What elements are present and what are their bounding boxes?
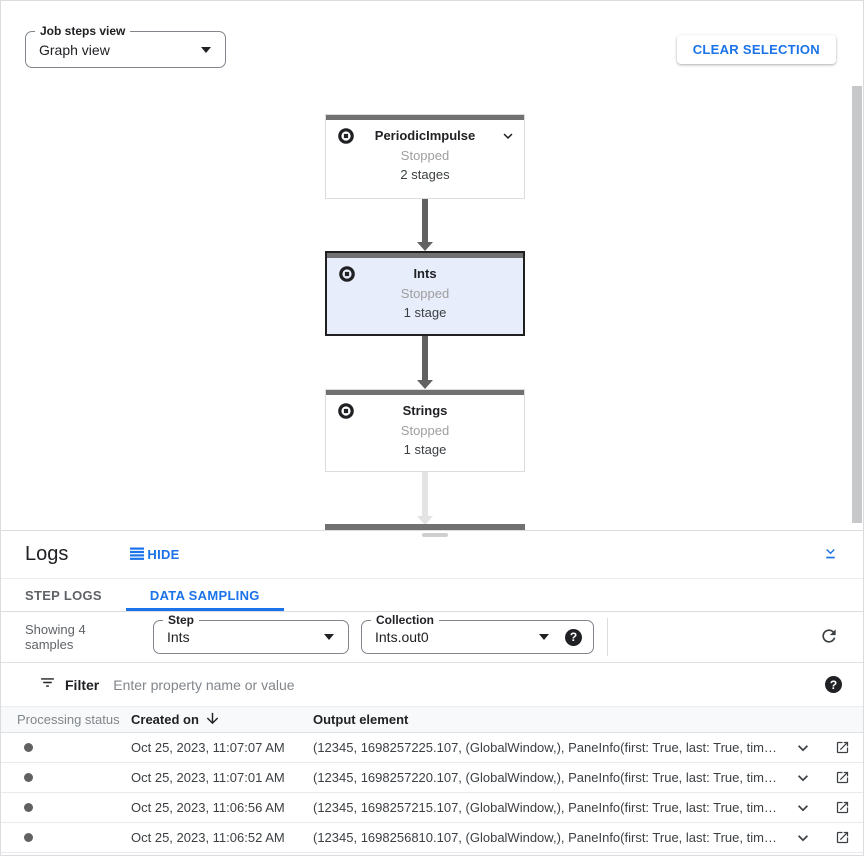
node-status: Stopped (400, 286, 450, 301)
edge-arrowhead (417, 516, 433, 525)
graph-scrollbar[interactable] (852, 86, 862, 523)
edge-ints-to-strings (422, 336, 428, 380)
filter-icon (39, 674, 56, 696)
samples-count: Showing 4 samples (25, 622, 86, 652)
clear-selection-button[interactable]: CLEAR SELECTION (676, 35, 836, 64)
step-select-label: Step (163, 613, 200, 627)
node-top-bar (326, 115, 524, 120)
processing-status-cell (1, 833, 131, 842)
expand-row-button[interactable] (793, 738, 813, 758)
node-title: PeriodicImpulse (374, 128, 476, 143)
table-row: Oct 25, 2023, 11:06:52 AM (12345, 169825… (1, 823, 863, 853)
collection-select-value: Ints.out0 (375, 629, 429, 645)
job-steps-view-value: Graph view (39, 41, 110, 58)
graph-node-periodicimpulse[interactable]: PeriodicImpulse Stopped 2 stages (325, 114, 525, 199)
output-element-cell: (12345, 1698256810.107, (GlobalWindow,),… (313, 830, 785, 845)
node-title: Strings (402, 403, 448, 418)
refresh-icon (819, 626, 839, 649)
created-on-cell: Oct 25, 2023, 11:06:52 AM (131, 830, 285, 845)
expand-row-button[interactable] (793, 828, 813, 848)
graph-node-ints[interactable]: Ints Stopped 1 stage (325, 251, 525, 336)
created-on-cell: Oct 25, 2023, 11:07:01 AM (131, 770, 285, 785)
status-dot-icon (24, 773, 33, 782)
node-status: Stopped (400, 148, 450, 163)
created-on-cell: Oct 25, 2023, 11:06:56 AM (131, 800, 285, 815)
dropdown-arrow-icon (324, 634, 334, 640)
stopped-circle-icon (337, 127, 355, 150)
output-element-cell: (12345, 1698257220.107, (GlobalWindow,),… (313, 770, 785, 785)
graph-node-strings[interactable]: Strings Stopped 1 stage (325, 389, 525, 472)
output-element-cell: (12345, 1698257225.107, (GlobalWindow,),… (313, 740, 785, 755)
collection-select-label: Collection (371, 613, 440, 627)
filter-input[interactable] (113, 676, 825, 693)
chevron-down-icon[interactable] (499, 127, 517, 150)
node-stages: 1 stage (403, 442, 447, 457)
open-in-new-button[interactable] (835, 740, 850, 755)
divider (607, 618, 608, 656)
collection-select[interactable]: Collection Ints.out0 ? (361, 613, 594, 654)
refresh-button[interactable] (819, 626, 839, 649)
edge-periodicimpulse-to-ints (422, 199, 428, 242)
panel-drag-handle[interactable] (422, 533, 448, 537)
sampling-controls: Showing 4 samples Step Ints Collection I… (1, 612, 863, 663)
stopped-circle-icon (338, 265, 356, 288)
filter-label: Filter (65, 676, 100, 693)
table-row: Oct 25, 2023, 11:07:07 AM (12345, 169825… (1, 733, 863, 763)
edge-strings-down (422, 472, 428, 517)
filter-bar: Filter ? (1, 663, 863, 707)
tab-data-sampling[interactable]: DATA SAMPLING (125, 579, 284, 611)
hide-logs-label: HIDE (147, 547, 180, 562)
help-icon[interactable]: ? (825, 676, 842, 693)
tab-step-logs[interactable]: STEP LOGS (25, 587, 102, 603)
help-icon[interactable]: ? (565, 628, 582, 646)
processing-status-cell (1, 773, 131, 782)
column-processing-status: Processing status (17, 712, 120, 727)
table-header: Processing status Created on Output elem… (1, 707, 863, 733)
table-row: Oct 25, 2023, 11:07:01 AM (12345, 169825… (1, 763, 863, 793)
edge-arrowhead (417, 242, 433, 251)
step-select-value: Ints (167, 629, 190, 645)
hide-logs-button[interactable]: HIDE (130, 547, 179, 563)
processing-status-cell (1, 803, 131, 812)
dropdown-arrow-icon (539, 634, 549, 640)
expand-row-button[interactable] (793, 768, 813, 788)
job-graph-canvas: Job steps view Graph view CLEAR SELECTIO… (1, 1, 863, 530)
status-dot-icon (24, 743, 33, 752)
dropdown-arrow-icon (201, 46, 211, 53)
logs-header: Logs HIDE (1, 531, 863, 579)
sort-descending-icon (204, 710, 221, 730)
job-steps-view-select[interactable]: Job steps view Graph view (25, 24, 226, 68)
graph-node-partial-top-bar (325, 524, 525, 530)
stopped-circle-icon (337, 402, 355, 425)
open-in-new-button[interactable] (835, 830, 850, 845)
status-dot-icon (24, 803, 33, 812)
node-stages: 2 stages (400, 167, 450, 182)
job-steps-view-label: Job steps view (35, 24, 131, 38)
collapse-down-icon (822, 545, 839, 565)
processing-status-cell (1, 743, 131, 752)
output-element-cell: (12345, 1698257215.107, (GlobalWindow,),… (313, 800, 785, 815)
node-title: Ints (413, 266, 437, 281)
table-row: Oct 25, 2023, 11:06:56 AM (12345, 169825… (1, 793, 863, 823)
status-dot-icon (24, 833, 33, 842)
hide-panel-icon (130, 547, 145, 563)
column-output-element: Output element (313, 712, 409, 727)
node-top-bar (326, 390, 524, 395)
node-status: Stopped (400, 423, 450, 438)
collapse-panel-button[interactable] (822, 545, 839, 565)
created-on-cell: Oct 25, 2023, 11:07:07 AM (131, 740, 285, 755)
node-stages: 1 stage (403, 305, 447, 320)
expand-row-button[interactable] (793, 798, 813, 818)
edge-arrowhead (417, 380, 433, 389)
open-in-new-button[interactable] (835, 770, 850, 785)
logs-title: Logs (25, 543, 69, 565)
open-in-new-button[interactable] (835, 800, 850, 815)
logs-panel: Logs HIDE STEP LOGS DATA SAMPLING Showin… (1, 530, 863, 855)
node-top-bar (327, 253, 523, 258)
logs-tabs: STEP LOGS DATA SAMPLING (1, 579, 863, 612)
step-select[interactable]: Step Ints (153, 613, 349, 654)
column-created-on[interactable]: Created on (131, 710, 313, 730)
